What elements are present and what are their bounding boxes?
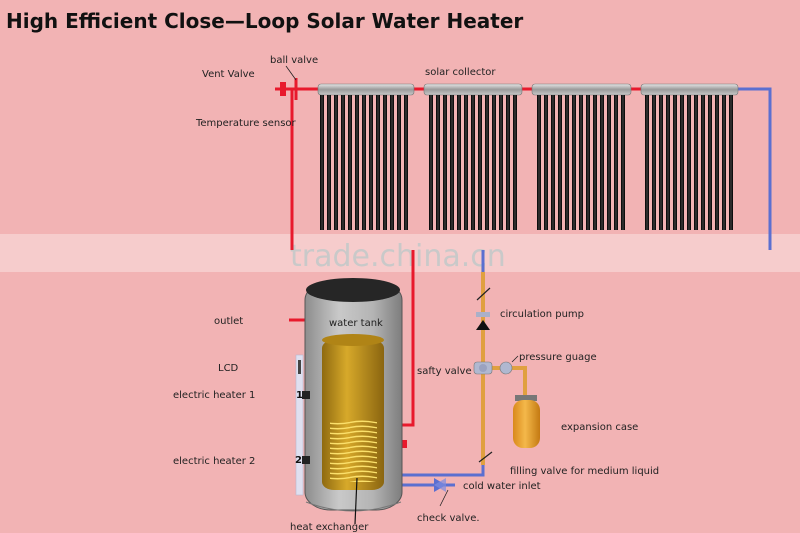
filling-valve [478,451,493,463]
lcd-display [298,360,301,374]
label-solar-collector: solar collector [425,67,496,78]
watermark-band [0,234,800,272]
label-filling-valve: filling valve for medium liquid [510,466,659,477]
label-lcd: LCD [218,363,239,374]
label-check-valve: check valve. [417,513,480,524]
ball-valve-leader [285,65,297,81]
label-circulation-pump: circulation pump [500,309,584,320]
label-expansion-case: expansion case [561,422,638,433]
labels: ball valve Vent Valve solar collector Te… [173,55,659,533]
collector-module [423,83,523,230]
label-safty-valve: safty valve [417,366,472,377]
label-electric-heater-2: electric heater 2 [173,456,255,467]
label-electric-heater-1: electric heater 1 [173,390,255,401]
label-vent-valve: Vent Valve [202,69,255,80]
pipe-segments [290,234,772,272]
label-ball-valve: ball valve [270,55,318,66]
water-tank [295,278,403,512]
heater-2-number: 2 [295,455,302,466]
expansion-case [513,395,540,448]
collector-module [640,83,739,230]
hot-pipes [275,87,641,427]
label-temperature-sensor: Temperature sensor [195,118,297,129]
diagram-title: High Efficient Close—Loop Solar Water He… [6,9,523,33]
solar-collector [317,83,739,230]
check-valve-leader [439,489,449,507]
label-cold-water-inlet: cold water inlet [463,481,541,492]
vent-valve [280,82,286,96]
check-valve [434,478,446,492]
heat-exchanger-coil [330,420,377,482]
collector-module [317,83,415,230]
electric-heater-1 [302,391,310,399]
collector-module [531,83,632,230]
watermark: trade.china.cn [290,239,506,274]
label-pressure-guage: pressure guage [519,352,597,363]
label-outlet: outlet [214,316,243,327]
pressure-gauge [499,355,519,375]
heat-exchanger-pointer [354,477,358,525]
circulation-pump [476,287,491,330]
safety-valve [473,361,493,375]
lcd-panel [295,354,304,496]
electric-heater-2 [302,456,310,464]
heater-1-number: 1 [296,390,303,401]
label-water-tank: water tank [329,318,383,329]
label-heat-exchanger: heat exchanger [290,522,369,533]
